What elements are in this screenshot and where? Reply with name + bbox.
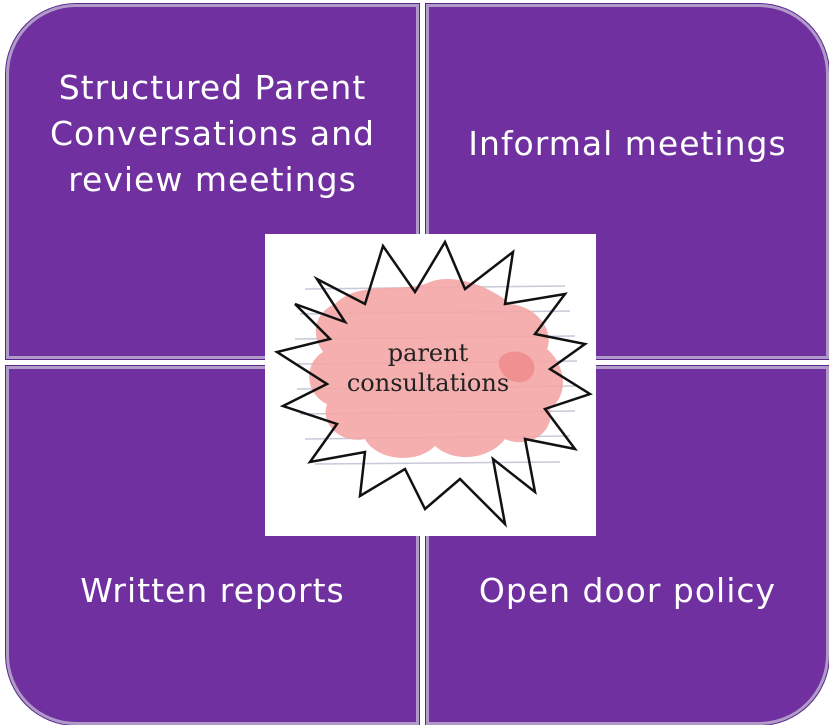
- quadrant-label: Informal meetings: [468, 124, 787, 163]
- burst-text-line1: parent: [388, 339, 469, 367]
- pink-splash: [309, 279, 563, 458]
- quadrant-label: Written reports: [80, 571, 345, 610]
- speech-burst-icon: parent consultations: [273, 239, 593, 528]
- quadrant-structured-conversations: Structured Parent Conversations and revi…: [6, 4, 419, 359]
- burst-text-line2: consultations: [347, 369, 509, 397]
- quadrant-label: Structured Parent Conversations and revi…: [50, 68, 375, 199]
- quadrant-label: Open door policy: [478, 571, 777, 610]
- parent-consultations-image: parent consultations: [265, 234, 596, 536]
- pink-splash-spot: [498, 351, 535, 383]
- burst-outline: [273, 239, 593, 528]
